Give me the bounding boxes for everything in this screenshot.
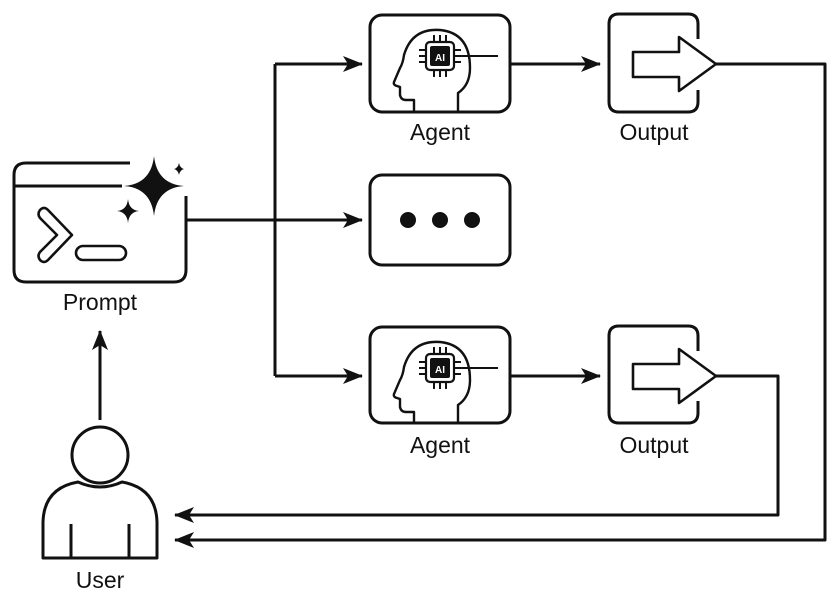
- agent-top-label: Agent: [410, 119, 471, 145]
- user-node: [41, 425, 159, 560]
- agent-bottom-label: Agent: [410, 432, 471, 458]
- edges: [92, 56, 827, 548]
- ai-chip-label: AI: [435, 365, 445, 376]
- ai-head-icon: [392, 340, 498, 423]
- ellipsis-box: [368, 173, 512, 267]
- ellipsis-icon: [400, 212, 480, 228]
- output-node-top: [607, 12, 718, 114]
- output-node-bottom: [607, 324, 718, 425]
- ai-head-icon: [392, 28, 498, 112]
- output-top-label: Output: [619, 119, 689, 145]
- ai-chip-label: AI: [435, 53, 445, 64]
- output-arrow-icon: [607, 12, 718, 114]
- edge-output-top-to-user: [174, 62, 827, 548]
- output-bottom-label: Output: [619, 432, 689, 458]
- output-arrow-icon: [607, 324, 718, 425]
- prompt-node: [12, 156, 188, 284]
- edge-output-bottom-to-user: [174, 374, 780, 523]
- terminal-sparkle-icon: [12, 156, 188, 284]
- user-label: User: [76, 567, 125, 593]
- user-icon: [41, 425, 159, 560]
- agent-node-top: [368, 13, 512, 114]
- prompt-label: Prompt: [63, 289, 138, 315]
- ellipsis-node: [368, 173, 512, 267]
